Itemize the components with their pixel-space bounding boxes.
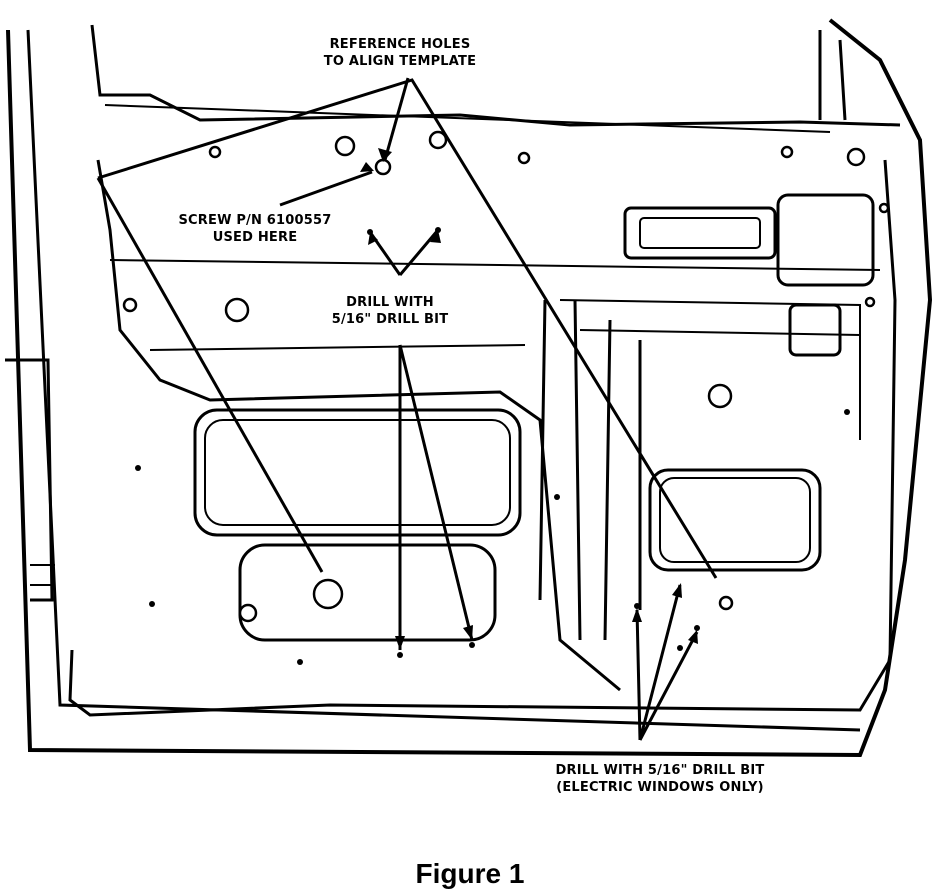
panel-openings <box>193 193 875 642</box>
drill-lower-label: DRILL WITH 5/16" DRILL BIT (ELECTRIC WIN… <box>495 762 825 796</box>
screw-line-1: SCREW P/N 6100557 <box>178 213 332 228</box>
drill-upper-label: DRILL WITH 5/16" DRILL BIT <box>290 294 490 328</box>
figure-caption: Figure 1 <box>415 858 525 889</box>
reference-holes-line-2: TO ALIGN TEMPLATE <box>323 54 477 69</box>
reference-holes-line-1: REFERENCE HOLES <box>329 37 471 52</box>
reference-holes-label: REFERENCE HOLES TO ALIGN TEMPLATE <box>280 36 520 70</box>
screw-label: SCREW P/N 6100557 USED HERE <box>140 212 370 246</box>
leader-arrows <box>279 77 699 741</box>
drill-lower-line-1: DRILL WITH 5/16" DRILL BIT <box>555 763 765 778</box>
drill-upper-line-1: DRILL WITH <box>346 295 434 310</box>
panel-holes <box>122 130 890 665</box>
door-outline <box>5 18 933 758</box>
template-outline <box>96 78 718 579</box>
drill-upper-line-2: 5/16" DRILL BIT <box>331 312 449 327</box>
drill-lower-line-2: (ELECTRIC WINDOWS ONLY) <box>556 780 764 795</box>
screw-line-2: USED HERE <box>212 230 298 245</box>
